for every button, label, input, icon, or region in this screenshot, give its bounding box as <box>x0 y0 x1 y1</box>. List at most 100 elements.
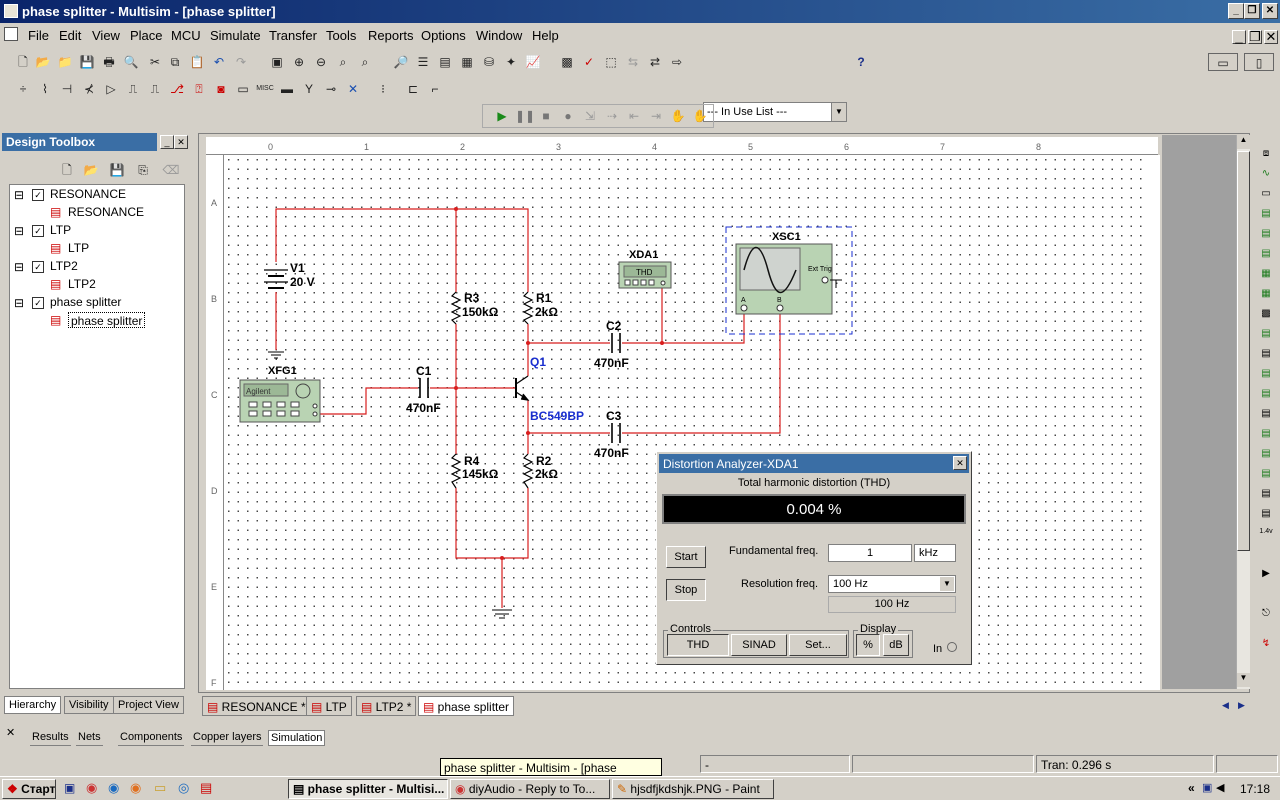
forward-annotate-icon[interactable]: ⇄ <box>649 55 661 69</box>
place-indicator-icon[interactable]: ◙ <box>217 82 225 96</box>
logic-analyzer-icon[interactable]: ▩ <box>1261 308 1271 319</box>
place-ladder-icon[interactable]: ⁝ <box>381 82 385 96</box>
new-icon[interactable]: 🗋 <box>18 55 28 69</box>
tab-resonance[interactable]: ▤ RESONANCE * <box>202 696 311 716</box>
scroll-thumb[interactable] <box>1237 151 1250 551</box>
tab-ltp[interactable]: ▤ LTP <box>306 696 352 716</box>
close-button[interactable]: ✕ <box>1262 3 1278 19</box>
place-power-icon[interactable]: ▭ <box>237 82 249 96</box>
stop-icon[interactable]: ■ <box>542 109 550 123</box>
zoom-fit-icon[interactable]: ⌕ <box>361 55 369 69</box>
tab-scroll-right-icon[interactable]: ▶ <box>1238 700 1245 710</box>
c3-symbol[interactable] <box>611 423 621 443</box>
place-electromech-icon[interactable]: ⊸ <box>325 82 337 96</box>
oscilloscope-icon[interactable]: ▤ <box>1261 208 1271 219</box>
ni-elvis-instrument-icon[interactable]: 1.4v <box>1259 528 1273 535</box>
agilent-multimeter-icon[interactable]: ▤ <box>1261 448 1271 459</box>
save-design-icon[interactable]: 💾 <box>109 163 125 177</box>
open-icon[interactable]: 📂 <box>35 55 51 69</box>
tree-checkbox[interactable]: ✓ <box>32 297 44 309</box>
input-terminal-icon[interactable] <box>947 642 957 652</box>
start-button[interactable]: Start <box>666 546 706 568</box>
explorer-icon[interactable]: ▭ <box>154 780 167 795</box>
tree-item-ltp-sheet[interactable]: LTP <box>68 241 90 255</box>
tray-expand-icon[interactable]: « <box>1188 781 1195 795</box>
place-analog-icon[interactable]: ▷ <box>106 82 116 96</box>
tree-checkbox[interactable]: ✓ <box>32 261 44 273</box>
r2-symbol[interactable] <box>522 453 534 489</box>
tab-ltp2[interactable]: ▤ LTP2 * <box>356 696 417 716</box>
thd-mode-button[interactable]: THD <box>667 634 729 656</box>
c2-symbol[interactable] <box>611 333 621 353</box>
tab-components[interactable]: Components <box>118 730 185 746</box>
xfg1-instrument[interactable] <box>239 379 321 423</box>
place-source-icon[interactable]: ÷ <box>19 82 27 96</box>
tab-project-view[interactable]: Project View <box>113 696 184 714</box>
mdi-close-button[interactable]: ✕ <box>1264 29 1278 44</box>
redo-icon[interactable]: ↷ <box>235 55 247 69</box>
tree-checkbox[interactable]: ✓ <box>32 225 44 237</box>
menu-mcu[interactable]: MCU <box>171 28 201 43</box>
menu-transfer[interactable]: Transfer <box>269 28 317 43</box>
start-button[interactable]: ❖ Старт <box>2 779 56 799</box>
firefox-icon[interactable]: ◉ <box>130 780 142 795</box>
copy-icon[interactable]: ⧉ <box>170 55 180 69</box>
pause-icon[interactable]: ❚❚ <box>515 109 536 123</box>
tab-phase-splitter[interactable]: ▤ phase splitter <box>418 696 515 716</box>
transfer-icon[interactable]: ⇨ <box>671 55 683 69</box>
find-icon[interactable]: 🔎 <box>393 55 409 69</box>
place-misc-icon[interactable]: MISC <box>256 85 274 92</box>
res-freq-select[interactable]: 100 Hz ▼ <box>828 575 956 593</box>
settings-button[interactable]: Set... <box>789 634 847 656</box>
menu-place[interactable]: Place <box>130 28 163 43</box>
vertical-scrollbar[interactable]: ▲ ▼ <box>1236 135 1250 689</box>
run-to-cursor-icon[interactable]: ⇥ <box>650 109 662 123</box>
region-icon[interactable]: ⬚ <box>605 55 617 69</box>
print-preview-icon[interactable]: 🔍 <box>123 55 139 69</box>
word-generator-icon[interactable]: ▦ <box>1261 288 1271 299</box>
sinad-mode-button[interactable]: SINAD <box>731 634 787 656</box>
spectrum-analyzer-icon[interactable]: ▤ <box>1261 388 1271 399</box>
save-icon[interactable]: 💾 <box>79 55 95 69</box>
menu-help[interactable]: Help <box>532 28 559 43</box>
minimize-button[interactable]: _ <box>1228 3 1244 19</box>
tree-expander-icon[interactable]: ⊟ <box>14 296 25 310</box>
grid-icon[interactable]: ▦ <box>461 55 473 69</box>
panel-close-icon[interactable]: ✕ <box>6 727 16 739</box>
tab-visibility[interactable]: Visibility <box>64 696 114 714</box>
multimeter-icon[interactable]: ⧈ <box>1262 148 1270 159</box>
tree-item-ltp2-sheet[interactable]: LTP2 <box>68 277 96 291</box>
r4-symbol[interactable] <box>450 453 462 489</box>
wattmeter-icon[interactable]: ▭ <box>1261 188 1271 199</box>
toolbox-close-button[interactable]: ✕ <box>174 135 188 149</box>
db-button[interactable]: dB <box>883 634 909 656</box>
paste-icon[interactable]: 📋 <box>189 55 205 69</box>
chevron-down-icon[interactable]: ▼ <box>940 577 954 591</box>
menu-tools[interactable]: Tools <box>326 28 357 43</box>
iv-analyzer-icon[interactable]: ▤ <box>1261 348 1271 359</box>
undo-icon[interactable]: ↶ <box>213 55 225 69</box>
place-basic-icon[interactable]: ⌇ <box>42 82 48 96</box>
breadboard-icon[interactable]: ▭ <box>1208 53 1238 71</box>
xda1-instrument[interactable] <box>618 261 672 289</box>
taskbar-item-multisim[interactable]: ▤ phase splitter - Multisi... <box>288 779 448 799</box>
menu-view[interactable]: View <box>92 28 120 43</box>
open-design-icon[interactable]: 📂 <box>83 163 99 177</box>
place-rf-icon[interactable]: Y <box>304 82 313 96</box>
pdf-icon[interactable]: ▤ <box>200 780 213 795</box>
q1-transistor[interactable] <box>515 375 530 401</box>
tree-expander-icon[interactable]: ⊟ <box>14 224 25 238</box>
zoom-out-icon[interactable]: ⊖ <box>315 55 327 69</box>
ni-elvis-icon[interactable]: ▯ <box>1244 53 1274 71</box>
breakpoint-icon[interactable]: ● <box>564 109 572 123</box>
media-icon[interactable]: ◎ <box>178 780 190 795</box>
tab-nets[interactable]: Nets <box>76 730 103 746</box>
current-probe-icon[interactable]: ⎋ <box>1262 608 1270 619</box>
percent-button[interactable]: % <box>856 634 880 656</box>
agilent-scope-icon[interactable]: ▤ <box>1261 468 1271 479</box>
dialog-close-button[interactable]: ✕ <box>953 456 967 470</box>
in-use-list-select[interactable]: --- In Use List --- ▼ <box>703 102 847 122</box>
backannotate-icon[interactable]: ⇆ <box>627 55 639 69</box>
place-mixed-icon[interactable]: ⍰ <box>195 82 203 96</box>
step-into-icon[interactable]: ⇲ <box>584 109 596 123</box>
